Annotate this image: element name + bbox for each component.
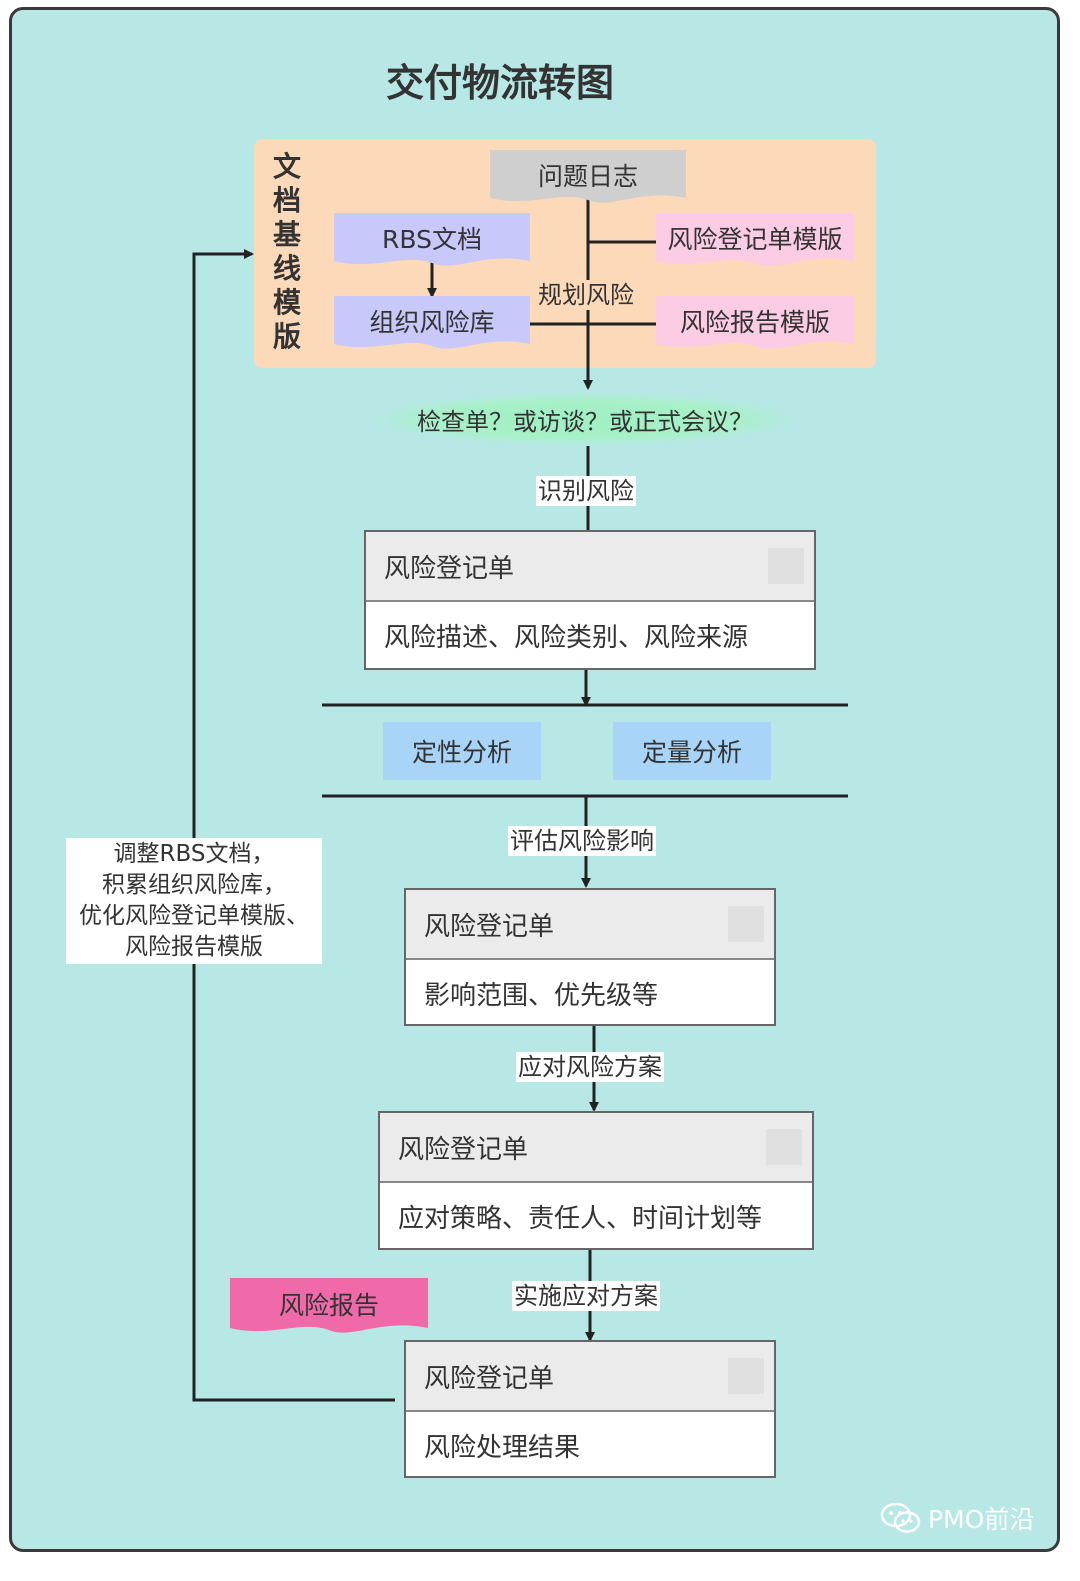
risk-register-title: 风险登记单: [384, 553, 515, 584]
watermark-text: PMO前沿: [928, 1505, 1035, 1534]
feedback-note-line: 积累组织风险库，: [102, 872, 286, 898]
feedback-note-line: 优化风险登记单模版、: [79, 903, 309, 929]
baseline-group-label-char: 文: [272, 150, 301, 183]
risk-register-card: 风险登记单 应对策略、责任人、时间计划等: [378, 1111, 814, 1250]
rbs-doc: RBS文档: [334, 213, 530, 269]
implement-response-label: 实施应对方案: [512, 1281, 660, 1311]
risk-register-template-label: 风险登记单模版: [667, 225, 843, 254]
risk-register-content: 影响范围、优先级等: [424, 980, 659, 1011]
header-tag-icon: [768, 548, 804, 584]
qualitative-analysis-box: 定性分析: [383, 722, 541, 780]
risk-register-content: 风险描述、风险类别、风险来源: [384, 622, 749, 653]
baseline-group-label-char: 模: [272, 286, 301, 319]
risk-register-content: 风险处理结果: [424, 1432, 581, 1463]
assess-impact-label: 评估风险影响: [508, 826, 656, 856]
diagram-title: 交付物流转图: [385, 61, 614, 105]
methods-node: 检查单？或访谈？或正式会议？: [372, 392, 798, 446]
org-risk-library-label: 组织风险库: [369, 308, 495, 337]
methods-label: 检查单？或访谈？或正式会议？: [417, 407, 753, 436]
identify-risk-label: 识别风险: [536, 476, 636, 506]
quantitative-analysis-box: 定量分析: [613, 722, 771, 780]
feedback-note-line: 调整RBS文档，: [113, 841, 275, 867]
header-tag-icon: [728, 906, 764, 942]
baseline-group-label-char: 版: [272, 320, 301, 353]
plan-risk-label: 规划风险: [536, 280, 636, 310]
risk-register-card: 风险登记单 风险处理结果: [404, 1340, 776, 1478]
issue-log-doc: 问题日志: [490, 150, 686, 206]
feedback-note-line: 风险报告模版: [125, 934, 263, 960]
risk-register-title: 风险登记单: [424, 911, 555, 942]
risk-register-title: 风险登记单: [398, 1134, 529, 1165]
risk-report-template-label: 风险报告模版: [679, 308, 830, 337]
issue-log-label: 问题日志: [537, 162, 638, 191]
risk-report-doc: 风险报告: [230, 1278, 428, 1336]
baseline-group-label: 文档基线模版: [264, 150, 310, 354]
risk-report-template-doc: 风险报告模版: [656, 296, 854, 352]
risk-report-label: 风险报告: [278, 1291, 379, 1320]
risk-register-template-doc: 风险登记单模版: [656, 213, 854, 269]
header-tag-icon: [728, 1358, 764, 1394]
baseline-group-label-char: 基: [272, 218, 301, 251]
response-plan-label: 应对风险方案: [516, 1052, 664, 1082]
org-risk-library-doc: 组织风险库: [334, 296, 530, 352]
baseline-group-label-char: 线: [272, 252, 301, 285]
feedback-loop-arrow: [192, 249, 395, 1402]
risk-register-card: 风险登记单 影响范围、优先级等: [404, 888, 776, 1026]
feedback-note: 调整RBS文档， 积累组织风险库， 优化风险登记单模版、 风险报告模版: [66, 838, 322, 964]
header-tag-icon: [766, 1129, 802, 1165]
watermark: PMO前沿: [880, 1500, 1034, 1536]
risk-register-content: 应对策略、责任人、时间计划等: [398, 1203, 763, 1234]
risk-register-card: 风险登记单 风险描述、风险类别、风险来源: [364, 530, 816, 670]
wechat-icon: [880, 1502, 921, 1533]
baseline-group-label-char: 档: [272, 184, 301, 217]
rbs-doc-label: RBS文档: [382, 225, 482, 254]
risk-register-title: 风险登记单: [424, 1363, 555, 1394]
